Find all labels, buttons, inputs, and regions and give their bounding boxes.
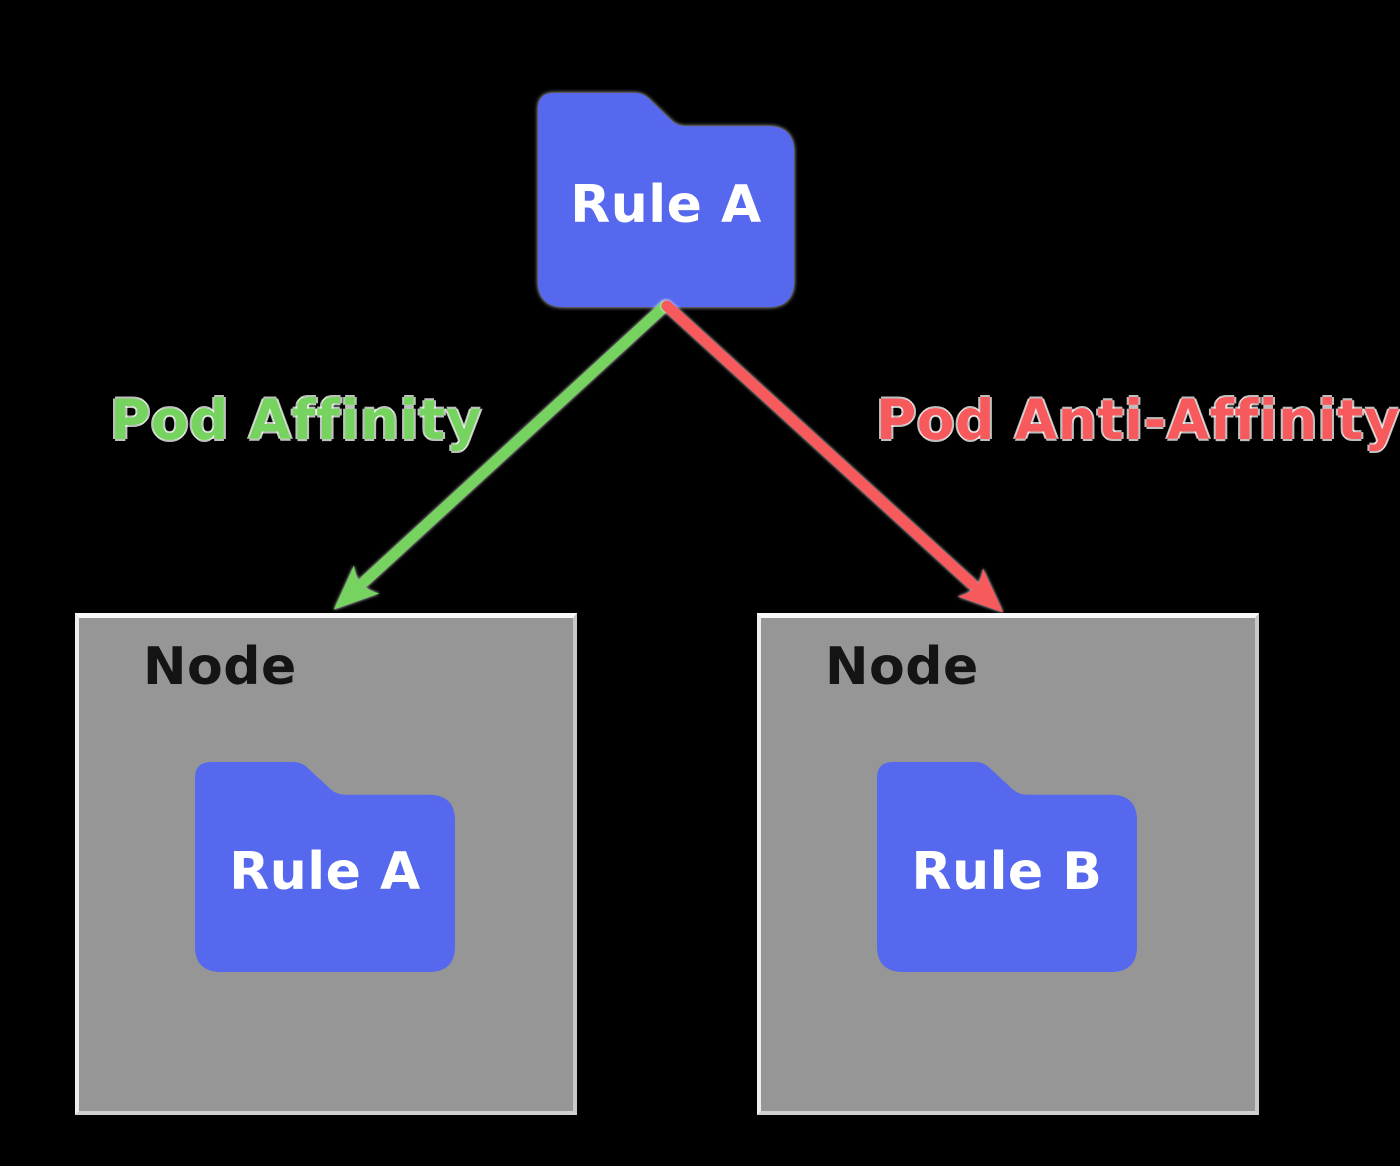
- node-title: Node: [143, 637, 297, 697]
- node-title: Node: [825, 637, 979, 697]
- folder-icon: [538, 93, 794, 307]
- pod-anti-affinity-label: Pod Anti-Affinity: [876, 388, 1400, 452]
- pod-affinity-label: Pod Affinity: [110, 388, 483, 452]
- folder-icon: [195, 762, 455, 972]
- folder-icon: [877, 762, 1137, 972]
- left-node-pod-folder: Rule A: [195, 762, 455, 972]
- left-node-pod-label: Rule A: [229, 841, 421, 902]
- right-node-pod-label: Rule B: [911, 841, 1103, 902]
- root-pod-folder: Rule A: [538, 93, 794, 307]
- node-box-left: Node Rule A: [75, 613, 577, 1115]
- root-pod-label: Rule A: [570, 174, 762, 235]
- right-node-pod-folder: Rule B: [877, 762, 1137, 972]
- node-box-right: Node Rule B: [757, 613, 1259, 1115]
